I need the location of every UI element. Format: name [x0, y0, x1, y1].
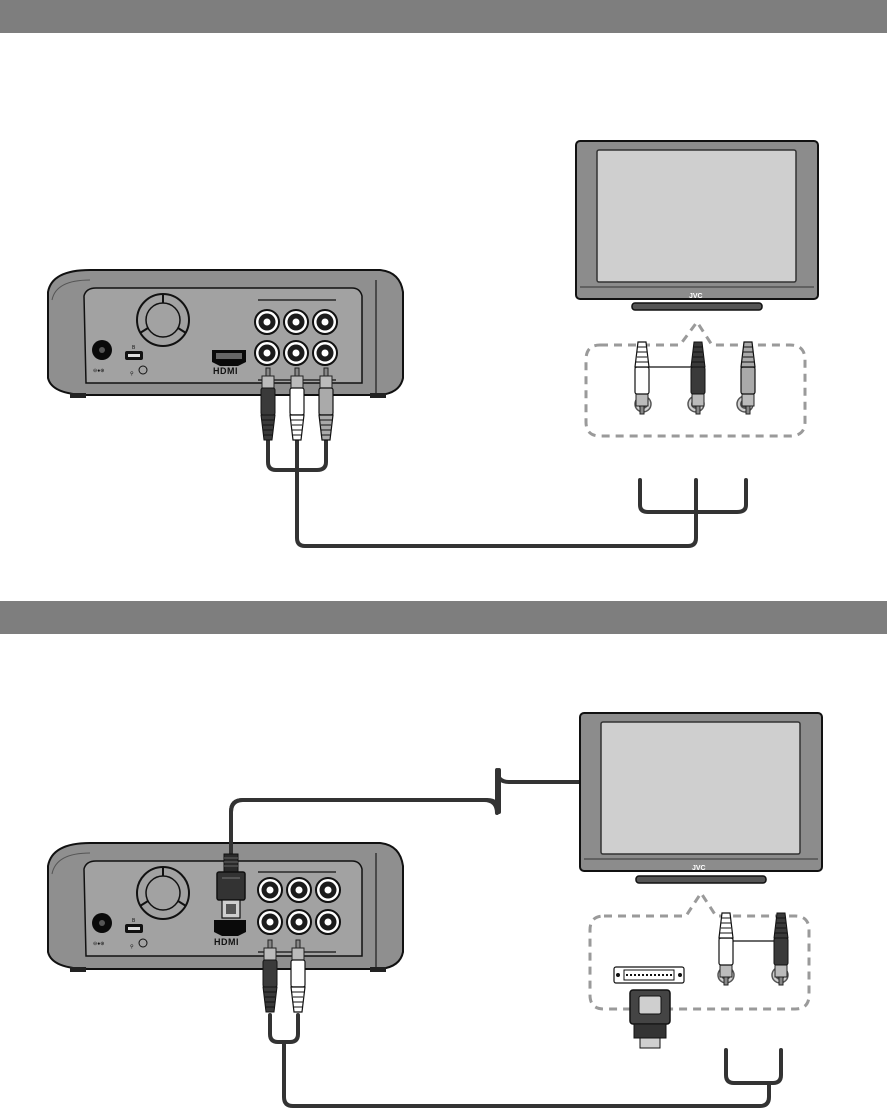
av-jack: [316, 878, 340, 902]
tv-brand-logo: JVC: [692, 865, 706, 872]
rca-plug-grey: [741, 342, 755, 414]
rca-plug-white: [291, 940, 305, 1012]
media-player-1: ⊖●⊕ B ⚲ HDMI: [48, 270, 403, 398]
svg-text:⊖●⊕: ⊖●⊕: [93, 941, 104, 947]
usb-icon: ⚲: [130, 371, 134, 377]
svg-text:⊖●⊕: ⊖●⊕: [93, 368, 104, 374]
av-jack: [287, 910, 311, 934]
rca-plug-white: [290, 368, 304, 440]
television-2: JVC: [580, 713, 822, 883]
av-jack: [255, 310, 279, 334]
tv-brand-logo: JVC: [689, 293, 703, 300]
av-jack: [287, 878, 311, 902]
av-jack: [284, 310, 308, 334]
television-1: JVC: [576, 141, 818, 310]
hdmi-port-label: HDMI: [213, 366, 238, 376]
av-jack: [258, 878, 282, 902]
hdmi-port-label: HDMI: [214, 937, 239, 947]
av-jack: [284, 341, 308, 365]
rca-plug-dark: [774, 913, 788, 985]
av-jack: [258, 910, 282, 934]
dvi-plug: [630, 990, 670, 1048]
fan-icon: [137, 867, 189, 919]
av-jack: [313, 341, 337, 365]
rca-plug-dark: [261, 368, 275, 440]
rca-plug-grey: [319, 368, 333, 440]
rca-plug-dark: [691, 342, 705, 414]
rca-plug-white: [719, 913, 733, 985]
rca-plug-white: [635, 342, 649, 414]
av-jack: [255, 341, 279, 365]
rca-plug-dark: [263, 940, 277, 1012]
usb-icon: ⚲: [130, 944, 134, 950]
av-jack: [316, 910, 340, 934]
av-jack: [313, 310, 337, 334]
audio-cable: [270, 1015, 781, 1106]
fan-icon: [137, 294, 189, 346]
component-cable: [268, 440, 746, 546]
